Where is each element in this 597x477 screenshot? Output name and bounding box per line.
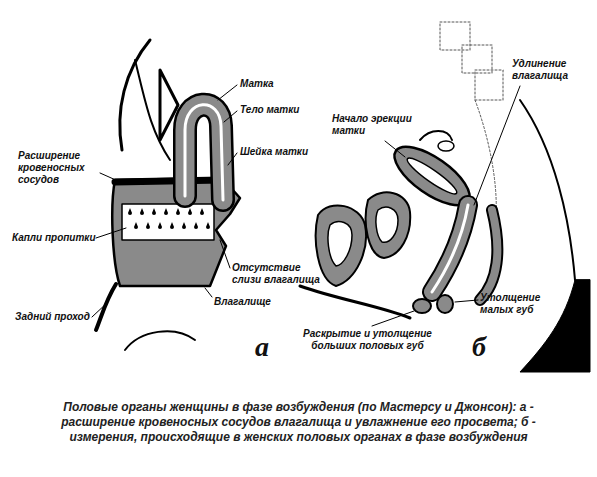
part-label: Шейка матки — [240, 146, 320, 158]
part-label: Начало эрекции матки — [332, 113, 422, 137]
part-label: Удлинение влагалища — [512, 58, 592, 82]
part-label: Расширение кровеносных сосудов — [18, 150, 118, 186]
part-label: Отсутствие слизи влагалища — [232, 262, 327, 286]
figure-caption: Половые органы женщины в фазе возбуждени… — [45, 400, 552, 445]
part-label: Тело матки — [240, 104, 320, 116]
part-label: Раскрытие и утолщение больших половых гу… — [300, 328, 435, 352]
leader-lines — [92, 85, 237, 317]
part-label: Матка — [240, 78, 300, 90]
panel-letter: б — [472, 333, 502, 361]
part-label: Задний проход — [15, 311, 105, 323]
part-label: Утолщение малых губ — [480, 292, 552, 316]
part-label: Влагалище — [214, 296, 284, 308]
panel-letter: а — [255, 333, 285, 361]
moisture-drops — [128, 208, 210, 229]
part-label: Капли пропитки — [12, 232, 102, 244]
